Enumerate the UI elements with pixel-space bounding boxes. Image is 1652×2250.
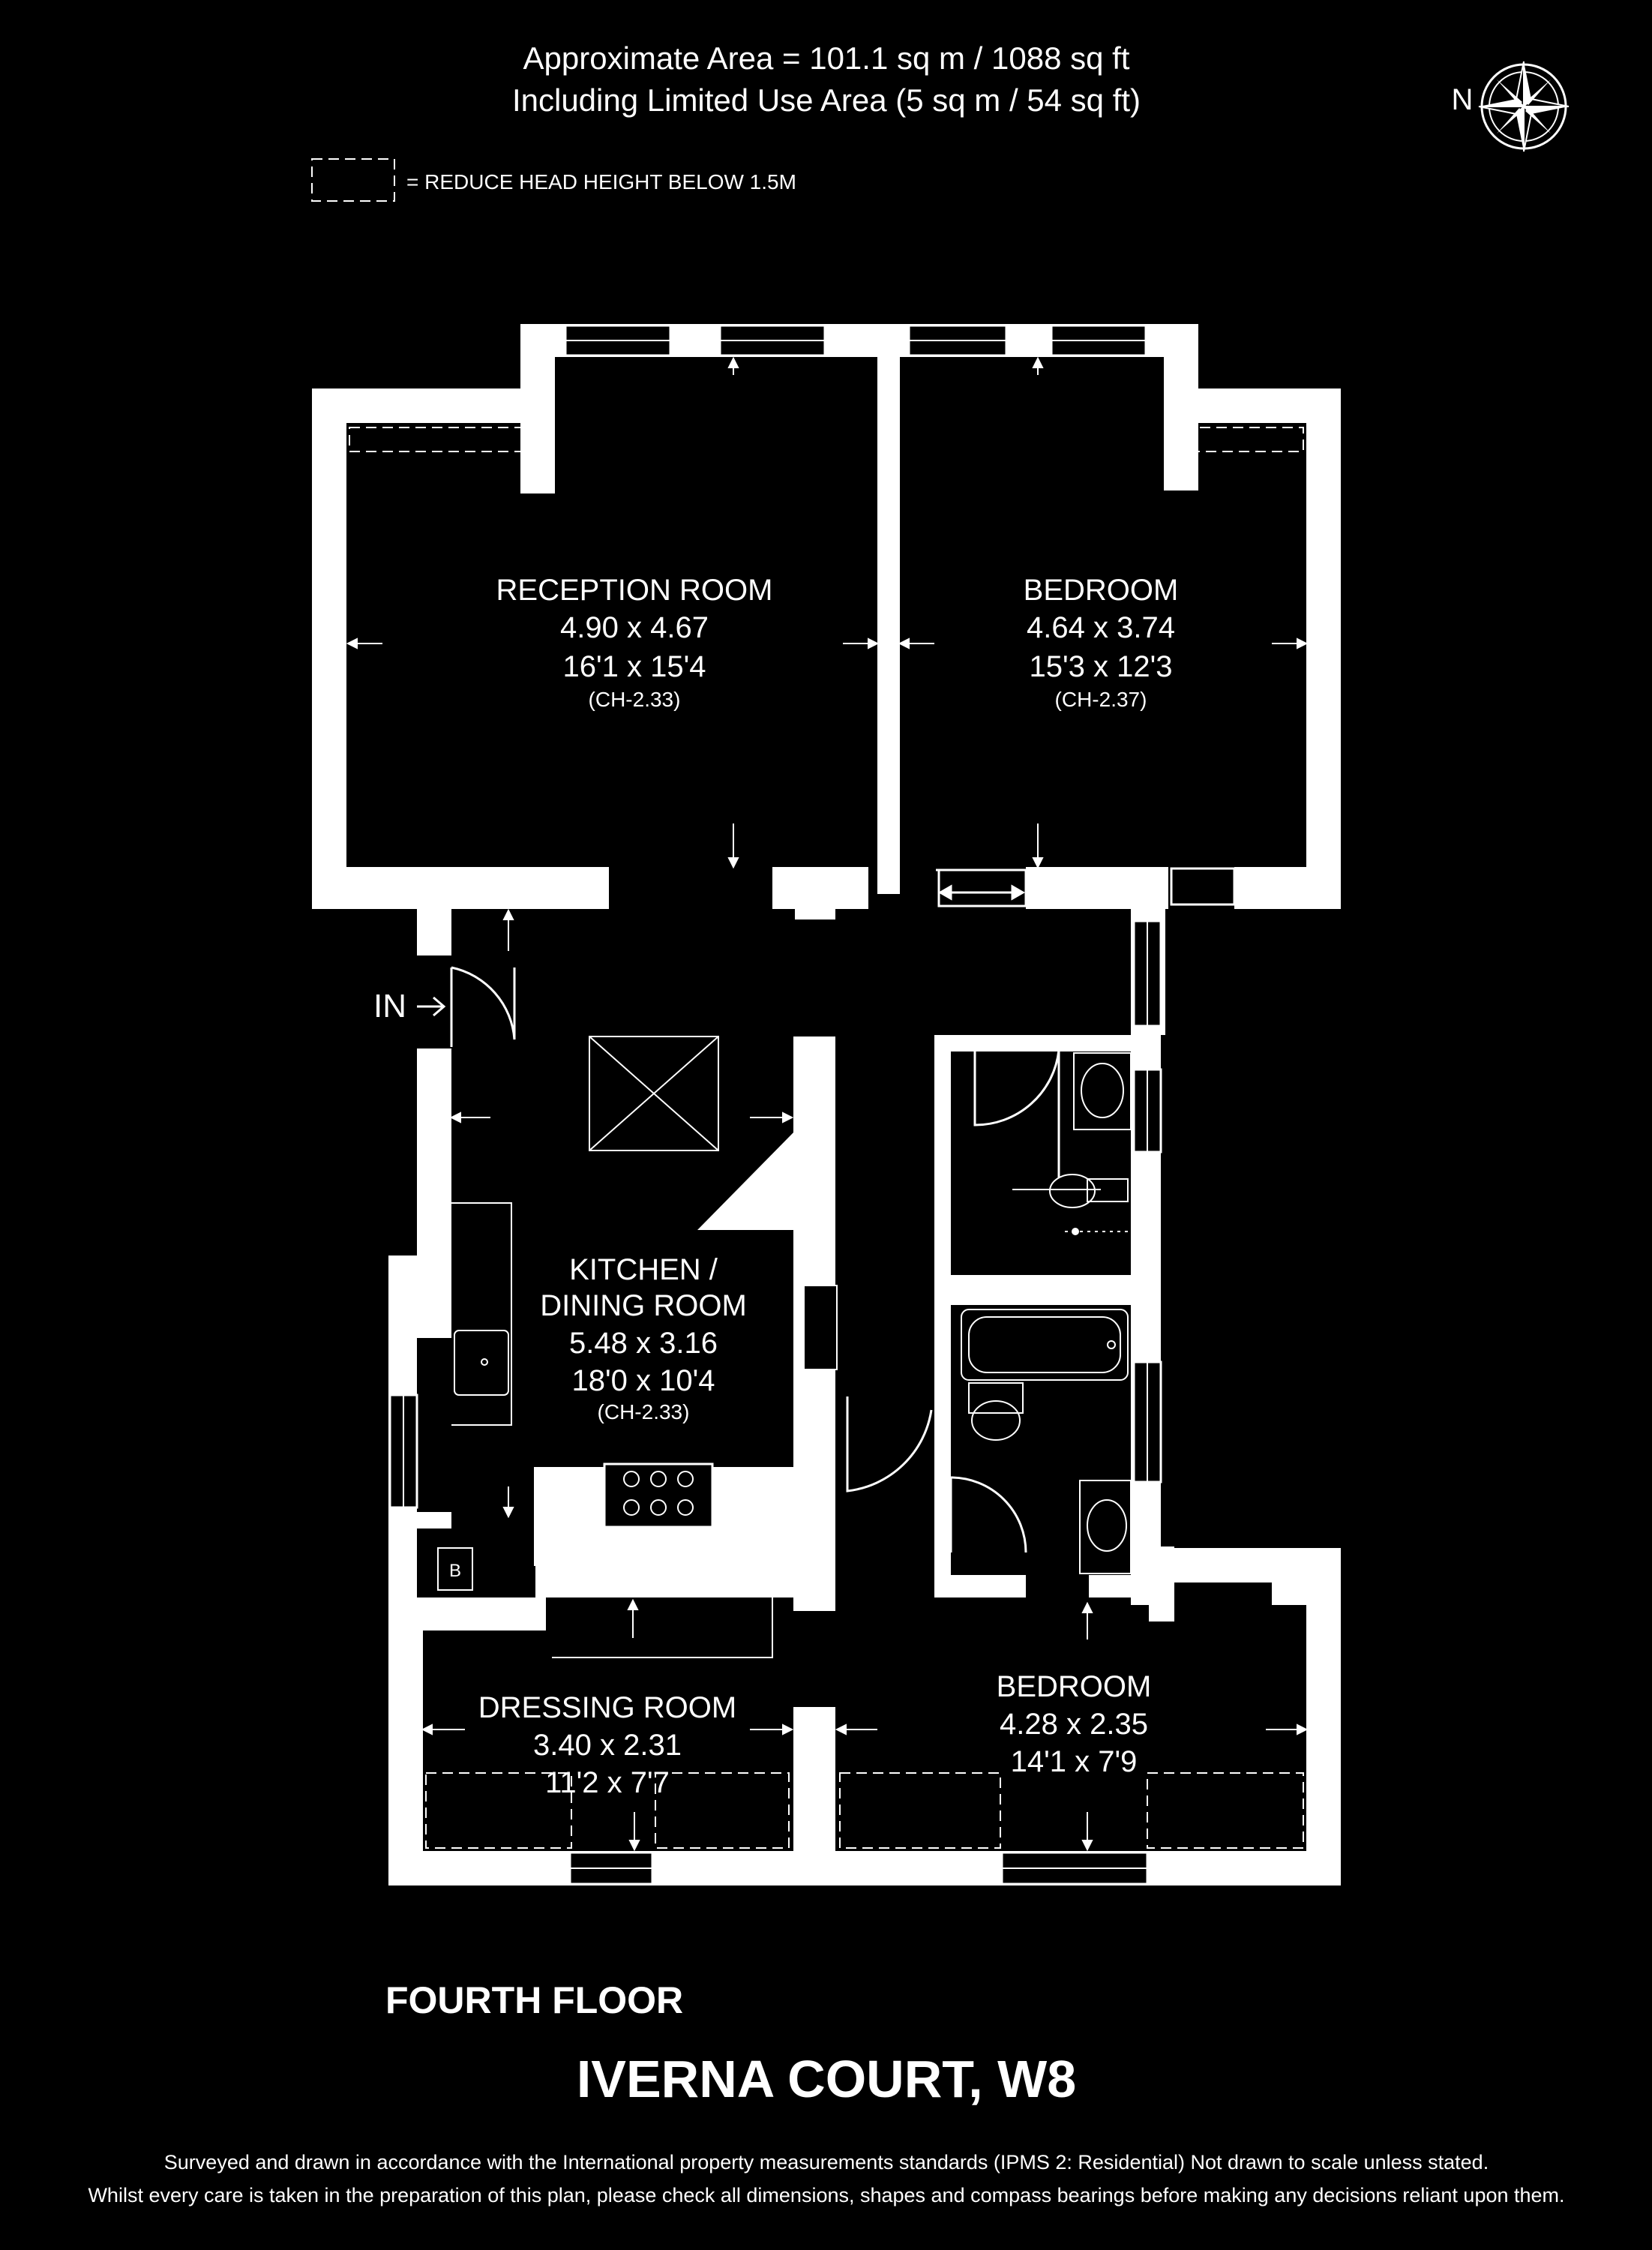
limited-area-title: Including Limited Use Area (5 sq m / 54 … [512, 82, 1141, 118]
room-name: DRESSING ROOM [478, 1691, 736, 1724]
doors [450, 868, 1060, 1553]
room-imperial: 11'2 x 7'7 [545, 1766, 670, 1799]
fireplace-icon [803, 1285, 838, 1370]
room-name: RECEPTION ROOM [496, 574, 773, 607]
boiler-label: B [449, 1561, 461, 1581]
room-ceiling: (CH-2.33) [598, 1400, 690, 1424]
boiler-icon: B [437, 1547, 473, 1591]
room-metric: 3.40 x 2.31 [533, 1729, 682, 1762]
area-title: Approximate Area = 101.1 sq m / 1088 sq … [523, 40, 1130, 76]
dressing-room-lines [552, 1598, 773, 1658]
disclaimer-line-1: Surveyed and drawn in accordance with th… [164, 2151, 1489, 2174]
legend-text: = REDUCE HEAD HEIGHT BELOW 1.5M [406, 170, 796, 194]
room-name: BEDROOM [1024, 574, 1179, 607]
compass-icon [1478, 61, 1570, 152]
reduced-height-zones [349, 427, 1304, 1849]
room-imperial: 14'1 x 7'9 [1011, 1745, 1138, 1778]
entry-arrow-icon [417, 996, 446, 1017]
floor-label: FOURTH FLOOR [385, 1979, 683, 2021]
room-bedroom-2: BEDROOM 4.28 x 2.35 14'1 x 7'9 [997, 1670, 1152, 1778]
sliding-door-icon [937, 884, 1026, 901]
room-imperial: 18'0 x 10'4 [572, 1364, 715, 1397]
property-title: IVERNA COURT, W8 [577, 2050, 1076, 2108]
room-imperial: 15'3 x 12'3 [1030, 650, 1173, 683]
room-dressing: DRESSING ROOM 3.40 x 2.31 11'2 x 7'7 [478, 1691, 736, 1799]
skylight-icon [589, 1036, 719, 1151]
room-metric: 4.28 x 2.35 [1000, 1708, 1148, 1741]
walls [312, 324, 1341, 1886]
window-sash-lines [403, 340, 1148, 1869]
room-metric: 5.48 x 3.16 [569, 1327, 718, 1360]
compass-letter: N [1452, 83, 1474, 116]
disclaimer-line-2: Whilst every care is taken in the prepar… [88, 2184, 1564, 2206]
room-imperial: 16'1 x 15'4 [563, 650, 706, 683]
room-name-line2: DINING ROOM [540, 1289, 747, 1322]
legend-dashed-box-icon [311, 158, 395, 202]
dimension-arrows [346, 356, 1309, 1852]
room-metric: 4.90 x 4.67 [560, 611, 709, 644]
room-name-line1: KITCHEN / [569, 1253, 718, 1286]
room-ceiling: (CH-2.33) [589, 688, 681, 711]
hob-icon [603, 1462, 714, 1528]
entry-label: IN [373, 988, 406, 1024]
room-metric: 4.64 x 3.74 [1027, 611, 1175, 644]
room-reception: RECEPTION ROOM 4.90 x 4.67 16'1 x 15'4 (… [496, 574, 773, 711]
room-kitchen: KITCHEN / DINING ROOM 5.48 x 3.16 18'0 x… [540, 1253, 747, 1424]
room-bedroom-1: BEDROOM 4.64 x 3.74 15'3 x 12'3 (CH-2.37… [1024, 574, 1179, 711]
bathroom-fixtures [1012, 1052, 1132, 1235]
room-ceiling: (CH-2.37) [1055, 688, 1147, 711]
kitchen-counter [451, 1202, 512, 1426]
bathroom2-fixtures [961, 1309, 1132, 1574]
room-name: BEDROOM [997, 1670, 1152, 1703]
